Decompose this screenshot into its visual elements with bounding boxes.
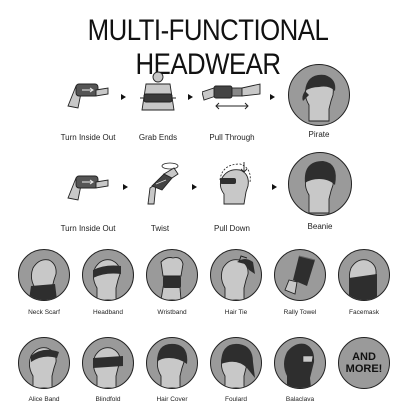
arrow-right-icon [192,184,197,190]
style-label: Headband [93,309,123,316]
result-label: Beanie [307,222,333,231]
beanie-icon [288,152,352,216]
style-label: Neck Scarf [28,309,60,316]
style-label: Balaclava [285,396,315,403]
step-label: Grab Ends [138,133,178,142]
arrow-right-icon [188,94,193,100]
style-label: Alice Band [28,396,60,403]
style-label: Foulard [224,396,248,403]
style-label: Wristband [157,309,187,316]
grab-ends-icon [136,70,180,119]
foulard-icon [210,337,262,389]
style-label: Hair Cover [156,396,188,403]
hair-cover-icon [146,337,198,389]
style-label: Rally Towel [283,309,317,316]
step-label: Pull Down [213,224,251,233]
turn-inside-out-icon [66,76,110,117]
step-label: Twist [150,224,170,233]
style-label: Facemask [349,309,379,316]
and-more-text: AND MORE! [345,351,383,375]
twist-icon [140,160,184,211]
facemask-icon [338,249,390,301]
style-label: Blindfold [95,396,121,403]
balaclava-icon [274,337,326,389]
pirate-icon [288,64,350,126]
arrow-right-icon [121,94,126,100]
pull-through-icon [201,80,262,117]
alice-band-icon [18,337,70,389]
page-title: MULTI-FUNCTIONAL HEADWEAR [87,14,329,81]
wristband-icon [146,249,198,301]
step-label: Turn Inside Out [60,133,116,142]
step-label: Pull Through [209,133,255,142]
headband-icon [82,249,134,301]
result-label: Pirate [308,130,330,139]
style-label: Hair Tie [224,309,248,316]
blindfold-icon [82,337,134,389]
and-more-badge: AND MORE! [338,337,390,389]
neck-scarf-icon [18,249,70,301]
pull-down-icon [210,160,256,211]
arrow-right-icon [270,94,275,100]
rally-towel-icon [274,249,326,301]
turn-inside-out-icon [66,168,110,209]
arrow-right-icon [123,184,128,190]
hair-tie-icon [210,249,262,301]
step-label: Turn Inside Out [60,224,116,233]
arrow-right-icon [272,184,277,190]
